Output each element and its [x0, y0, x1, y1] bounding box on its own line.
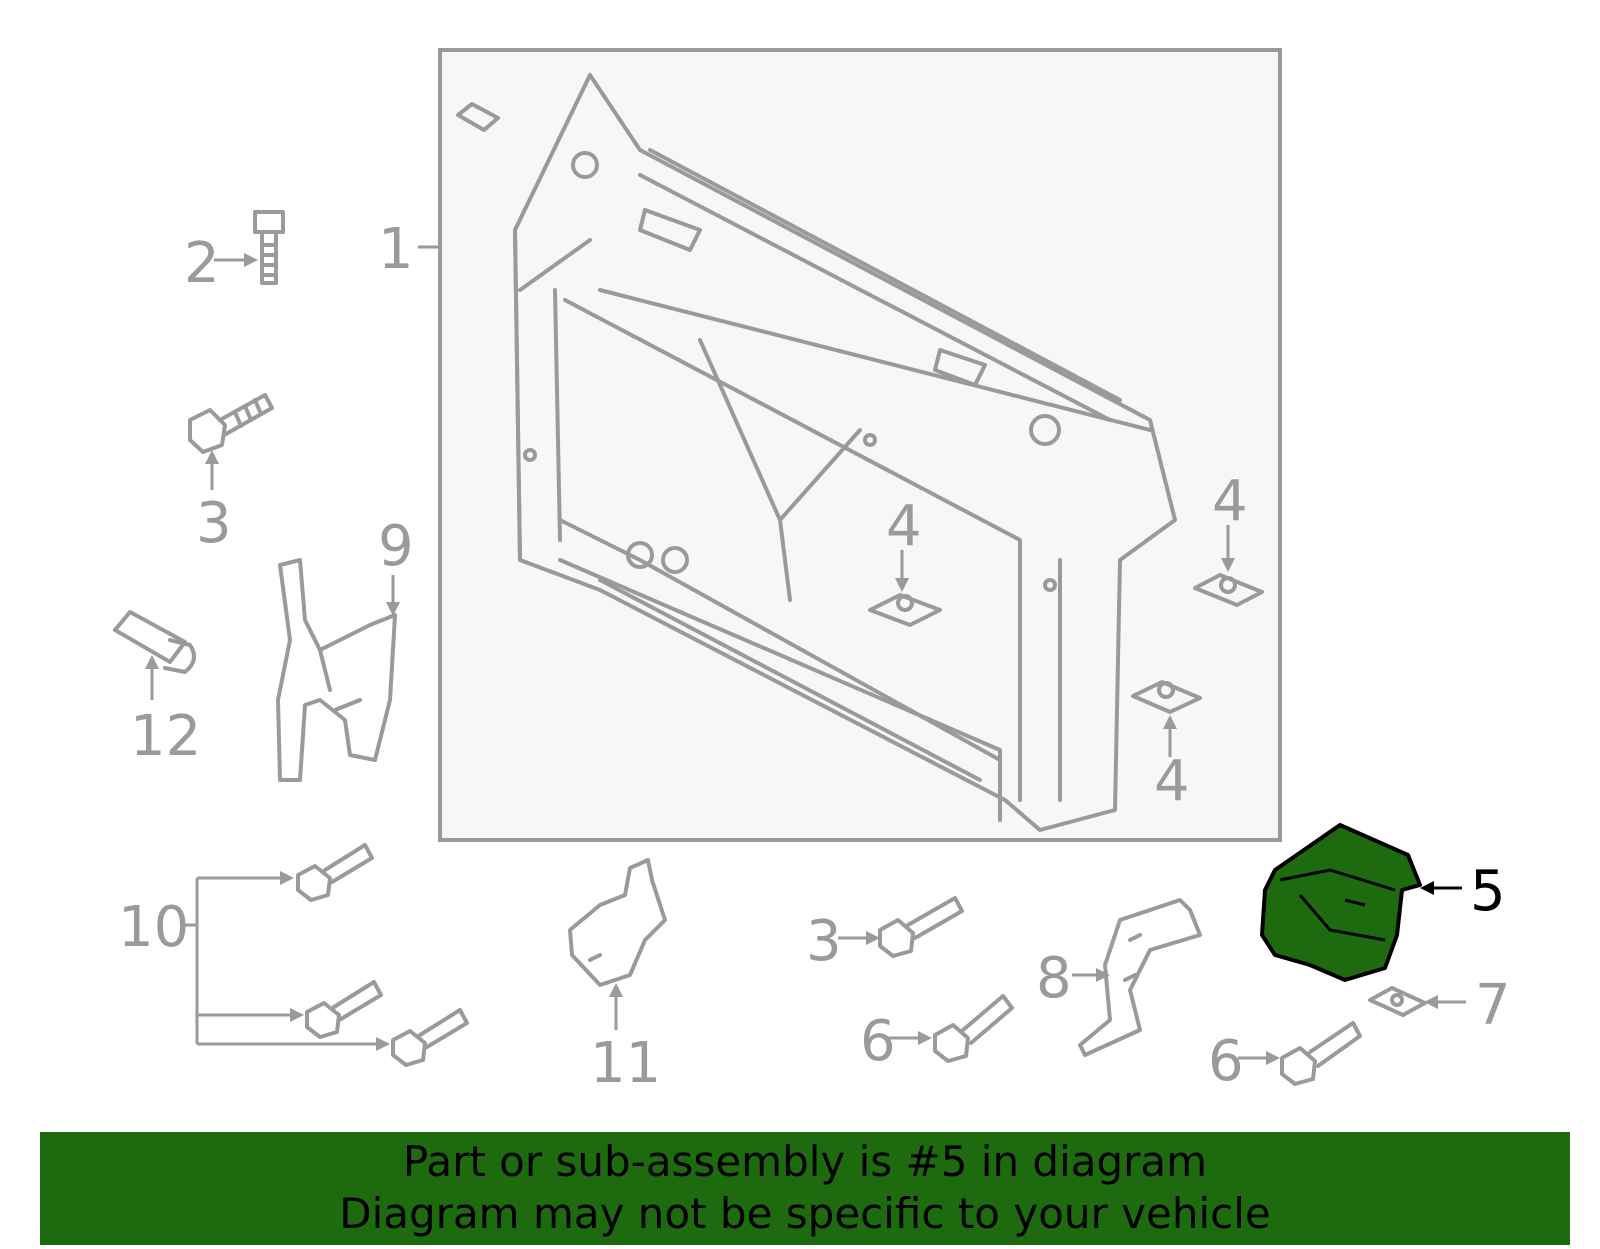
callout-1: 1 [378, 217, 414, 282]
nut-part-4-right [1193, 573, 1264, 607]
bolt-part-6-left [933, 994, 1014, 1063]
bolt-part-10-a [296, 843, 374, 902]
callout-12: 12 [130, 704, 201, 769]
callout-4-lower: 4 [1154, 749, 1190, 814]
callout-6-left: 6 [860, 1009, 896, 1074]
callout-4-center: 4 [886, 494, 922, 559]
part-12 [113, 610, 196, 674]
callout-3-lower: 3 [806, 909, 842, 974]
radiator-support-frame [513, 73, 1177, 832]
bolt-part-3-upper [188, 393, 274, 454]
bolt-part-3-lower [878, 896, 964, 958]
banner-line-2: Diagram may not be specific to your vehi… [339, 1189, 1271, 1238]
callout-4-right: 4 [1212, 469, 1248, 534]
clip-part-7 [1368, 986, 1427, 1017]
bolt-part-2 [253, 210, 285, 285]
assembly-box [438, 48, 1282, 842]
bracket-part-11 [568, 858, 667, 987]
bolt-part-6-right [1280, 1021, 1362, 1086]
callout-5: 5 [1470, 859, 1506, 924]
callout-10: 10 [118, 895, 189, 960]
callout-9: 9 [378, 514, 414, 579]
nut-part-4-lower [1131, 680, 1202, 714]
callout-3-upper: 3 [196, 491, 232, 556]
info-banner: Part or sub-assembly is #5 in diagram Di… [40, 1132, 1570, 1245]
highlighted-part-5[interactable] [1260, 823, 1422, 982]
callout-6-right: 6 [1208, 1029, 1244, 1094]
callout-8: 8 [1036, 946, 1072, 1011]
callout-2: 2 [184, 231, 220, 296]
bolt-part-10-b [305, 980, 383, 1039]
callout-11: 11 [590, 1031, 661, 1096]
banner-line-1: Part or sub-assembly is #5 in diagram [402, 1137, 1208, 1186]
clip-part [456, 102, 500, 132]
nut-part-4-center [868, 593, 942, 627]
bolt-part-10-c [391, 1008, 469, 1067]
callout-7: 7 [1475, 973, 1511, 1038]
bracket-part-9 [276, 558, 397, 782]
bracket-part-8 [1078, 898, 1202, 1057]
